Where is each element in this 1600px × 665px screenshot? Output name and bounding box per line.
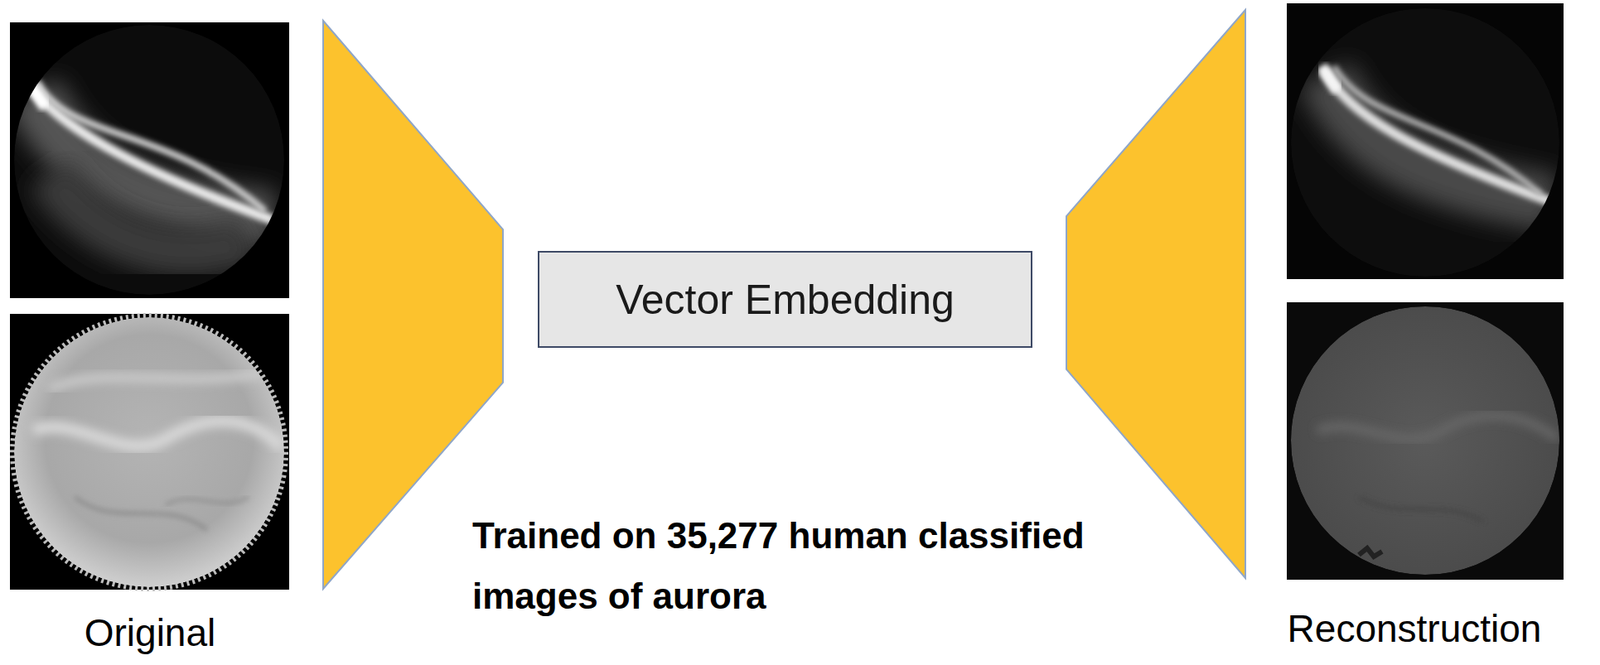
image-caption: Reconstruction <box>1232 607 1597 652</box>
aurora-image <box>9 22 290 299</box>
image-caption: Original <box>0 611 316 656</box>
note-text: Trained on 35,277 human classified image… <box>472 506 1103 627</box>
encoder-shape <box>323 20 503 590</box>
aurora-image <box>9 314 290 590</box>
embedding-box: Vector Embedding <box>537 251 1033 349</box>
reconstruction-image <box>1286 3 1564 280</box>
embedding-label: Vector Embedding <box>615 275 955 324</box>
reconstruction-image <box>1286 302 1564 581</box>
decoder-shape <box>1066 9 1246 579</box>
